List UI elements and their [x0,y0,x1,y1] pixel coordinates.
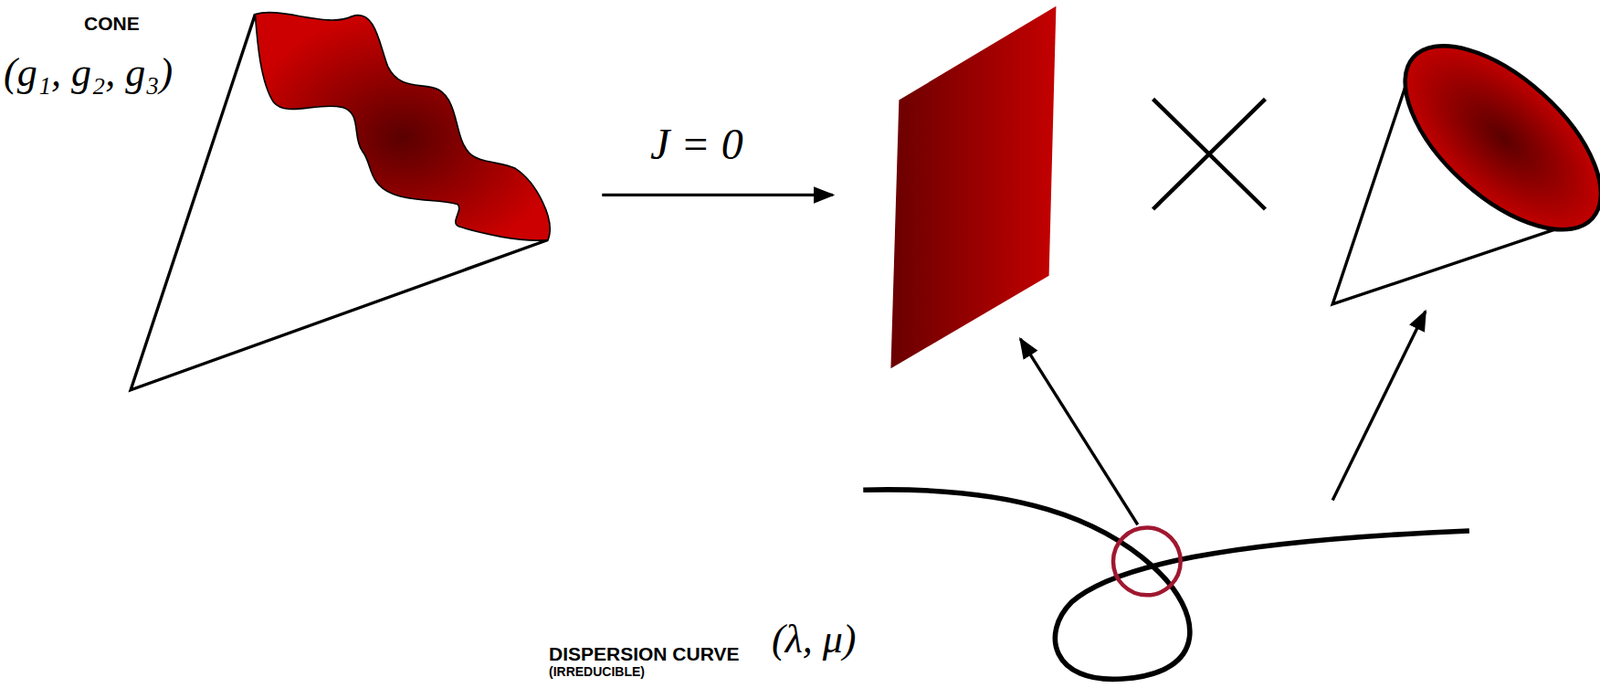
coordinates-label: (λ, μ) [771,617,856,662]
curve-note: (IRREDUCIBLE) [548,664,645,679]
quadric-cone [1332,12,1600,304]
condition-label: J = 0 [650,120,744,169]
curve-name: DISPERSION CURVE [548,642,740,664]
wavy-cone [130,12,550,390]
pointer-arrow [1020,338,1137,525]
coordinates-label: (g₁, g₂, g₃) [3,51,173,95]
plane [890,6,1056,369]
map-arrow [601,193,832,197]
dispersion-curve [863,489,1470,679]
node-circle [1113,527,1181,596]
shape-name: CONE [84,12,140,34]
pointer-arrow [1332,311,1426,501]
product-sign [1153,98,1266,210]
